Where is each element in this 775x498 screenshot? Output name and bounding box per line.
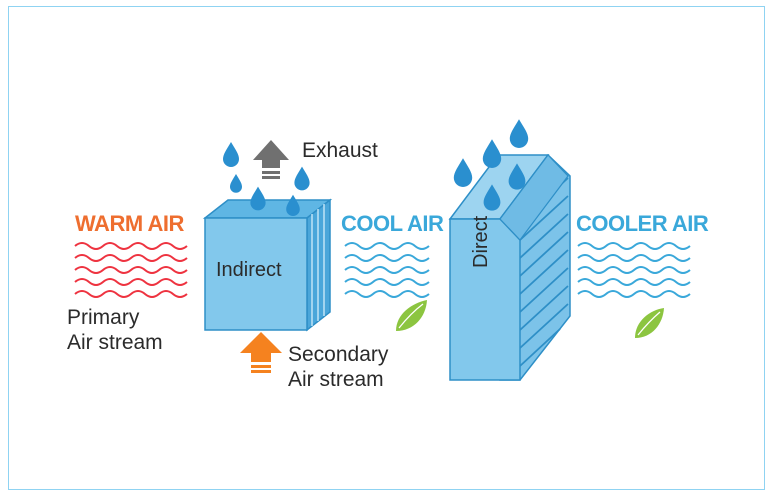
water-drop-icon — [250, 186, 266, 211]
secondary-air-stream-label: Secondary Air stream — [288, 342, 388, 392]
cool-wave-4 — [344, 278, 430, 286]
secondary-line-1: Secondary — [288, 343, 389, 366]
secondary-line-2: Air stream — [288, 368, 384, 391]
cooler-wave-2 — [577, 254, 691, 262]
indirect-block-label: Indirect — [216, 259, 282, 281]
warm-wave-1 — [74, 242, 188, 250]
water-drop-icon — [509, 119, 529, 148]
cooler-air-waves — [577, 242, 691, 298]
water-drop-icon — [482, 139, 502, 168]
water-drop-icon — [294, 166, 310, 191]
warm-air-waves — [74, 242, 188, 298]
cool-wave-2 — [344, 254, 430, 262]
diagram-frame — [8, 6, 765, 490]
direct-block-front — [449, 218, 521, 381]
water-drop-icon — [223, 142, 239, 167]
water-drop-icon — [286, 194, 300, 217]
cool-wave-3 — [344, 266, 430, 274]
cool-air-heading: COOL AIR — [341, 211, 444, 236]
warm-wave-3 — [74, 266, 188, 274]
exhaust-arrow — [253, 140, 289, 179]
warm-air-heading: WARM AIR — [75, 211, 184, 236]
cool-wave-1 — [344, 242, 430, 250]
warm-wave-5 — [74, 290, 188, 298]
secondary-intake-arrow — [240, 332, 282, 373]
primary-line-1: Primary — [67, 306, 140, 329]
indirect-block — [202, 198, 333, 332]
water-drop-icon — [230, 174, 242, 193]
exhaust-label: Exhaust — [302, 139, 378, 162]
water-drop-icon — [453, 158, 473, 187]
warm-wave-2 — [74, 254, 188, 262]
cool-air-waves — [344, 242, 430, 298]
indirect-block-front — [204, 217, 308, 331]
cooler-air-heading: COOLER AIR — [576, 211, 709, 236]
cooler-wave-3 — [577, 266, 691, 274]
cooler-wave-4 — [577, 278, 691, 286]
direct-block — [448, 153, 571, 381]
direct-block-label: Direct — [470, 215, 492, 268]
cooler-wave-5 — [577, 290, 691, 298]
leaf-icon-cooler — [635, 308, 664, 338]
cooler-wave-1 — [577, 242, 691, 250]
warm-wave-4 — [74, 278, 188, 286]
primary-air-stream-label: Primary Air stream — [67, 305, 163, 355]
leaf-icon-cool — [396, 300, 427, 331]
primary-line-2: Air stream — [67, 331, 163, 354]
cool-wave-5 — [344, 290, 430, 298]
